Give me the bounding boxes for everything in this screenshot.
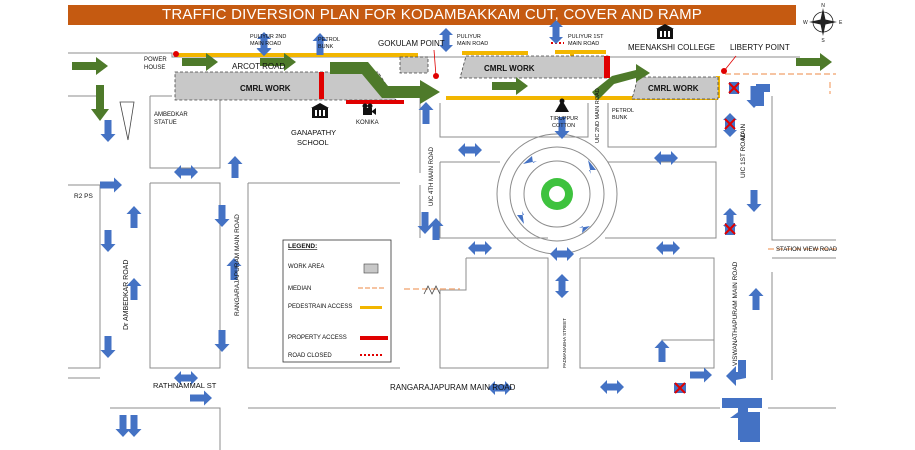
gokulam-point-label: GOKULAM POINT <box>378 39 445 48</box>
legend-title: LEGEND: <box>288 243 317 250</box>
compass-rose: N S E W <box>803 3 843 44</box>
petrol-bunk-right-label-2: BUNK <box>612 115 628 121</box>
rathnammal-st-label: RATHNAMMAL ST <box>153 381 217 390</box>
gokulam-plot <box>399 56 429 74</box>
puliyur-1st-label-2: MAIN ROAD <box>568 41 599 47</box>
cmrl-work-label-1: CMRL WORK <box>240 84 291 93</box>
legend-pedestrian: PEDESTRAIN ACCESS <box>288 304 352 310</box>
uic-2nd-label: UIC 2ND MAIN ROAD <box>595 88 601 143</box>
pedestrian-access-lines <box>176 50 720 100</box>
compass-s: S <box>821 38 825 44</box>
station-view-label: STATION VIEW ROAD <box>776 247 838 253</box>
tiruppur-label-2: COTTON <box>552 123 575 129</box>
ambedkar-statue-label-1: AMBEDKAR <box>154 112 188 118</box>
tiruppur-label-1: TIRUPPUR <box>550 116 578 122</box>
konika-camera-icon <box>362 103 376 115</box>
zigzag-median <box>423 285 441 295</box>
power-house-label-1: POWER <box>144 57 167 63</box>
petrol-bunk-right-label-1: PETROL <box>612 108 634 114</box>
legend: LEGEND: WORK AREA MEDIAN PEDESTRAIN ACCE… <box>282 239 392 363</box>
compass-w: W <box>803 20 808 26</box>
ganapathy-school-label-2: SCHOOL <box>297 138 329 147</box>
work-area-liberty <box>631 76 719 100</box>
blue-traffic-arrows <box>100 20 770 442</box>
petrol-bunk-top-label-1: PETROL <box>318 37 340 43</box>
uic-1st-label: UIC 1ST ROAD <box>740 132 747 178</box>
green-diversion-arrows <box>72 53 832 121</box>
puliyur-main-label-2: MAIN ROAD <box>457 41 488 47</box>
rangarajapuram-h-label: RANGARAJAPURAM MAIN ROAD <box>390 383 516 392</box>
puliyur-2nd-label-2: MAIN ROAD <box>250 41 281 47</box>
college-icon <box>656 24 674 39</box>
map-title: TRAFFIC DIVERSION PLAN FOR KODAMBAKKAM C… <box>68 5 796 25</box>
legend-road-closed: ROAD CLOSED <box>288 353 332 359</box>
tiruppur-store-icon <box>555 98 569 112</box>
power-house-label-2: HOUSE <box>144 65 165 71</box>
cmrl-work-label-2: CMRL WORK <box>484 64 535 73</box>
rangarajapuram-v-label: RANGARAJAPURAM MAIN ROAD <box>234 214 241 316</box>
ambedkar-statue-label-2: STATUE <box>154 120 177 126</box>
legend-median: MEDIAN <box>288 286 311 292</box>
liberty-point-label: LIBERTY POINT <box>730 43 790 52</box>
puliyur-2nd-label-1: PULIYUR 2ND <box>250 34 286 40</box>
legend-property-access: PROPERTY ACCESS <box>288 335 347 341</box>
konika-label: KONIKA <box>356 120 379 126</box>
r2-ps-label: R2 PS <box>74 193 93 200</box>
median-lines <box>404 73 836 290</box>
padmanabha-street-label: PADMANABHA STREET <box>562 318 567 368</box>
legend-work-area: WORK AREA <box>288 264 324 270</box>
ambedkar-statue-marker <box>119 101 135 141</box>
cmrl-work-label-3: CMRL WORK <box>648 84 699 93</box>
arcot-road-label: ARCOT ROAD <box>232 62 285 71</box>
meenakshi-college-label: MEENAKSHI COLLEGE <box>628 43 715 52</box>
school-icon <box>311 103 329 118</box>
main-label: MAIN <box>740 123 747 140</box>
compass-n: N <box>821 3 825 9</box>
roundabout-arrows <box>517 156 596 233</box>
work-areas <box>174 55 719 101</box>
puliyur-1st-label-1: PULIYUR 1ST <box>568 34 604 40</box>
puliyur-main-label-1: PULIYUR <box>457 34 481 40</box>
work-area-puliyur <box>459 55 609 79</box>
compass-e: E <box>839 20 843 26</box>
ganapathy-school-label-1: GANAPATHY <box>291 128 336 137</box>
ambedkar-road-label: Dr AMBEDKAR ROAD <box>123 260 130 330</box>
petrol-bunk-top-label-2: BUNK <box>318 44 334 50</box>
viswanathapuram-label: VISWANATHAPURAM MAIN ROAD <box>732 261 739 366</box>
property-access-lines <box>319 56 610 104</box>
uic-4th-label: UIC 4TH MAIN ROAD <box>429 146 435 206</box>
